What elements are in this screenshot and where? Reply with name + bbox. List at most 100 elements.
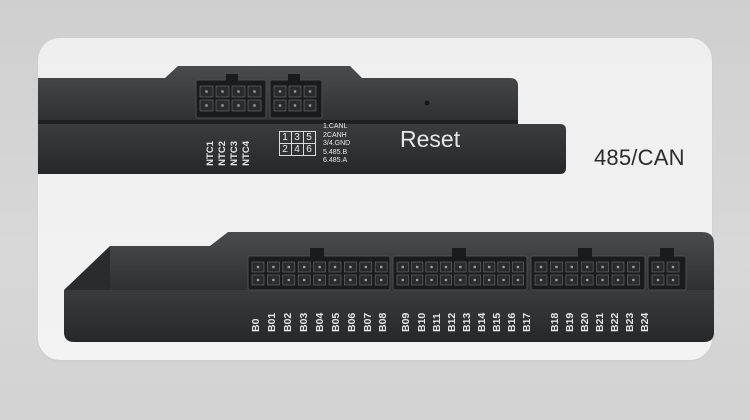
connector-pin-contact bbox=[401, 278, 404, 282]
connector-pin-contact bbox=[586, 278, 589, 282]
b-port-label: B04 bbox=[314, 312, 326, 332]
connector-pin-contact bbox=[349, 278, 352, 282]
connector-pin-contact bbox=[616, 265, 620, 269]
b-port-label: B23 bbox=[624, 312, 636, 332]
b-port-label: B17 bbox=[521, 312, 533, 332]
connector-pin-contact bbox=[401, 265, 404, 269]
b-port-label: B19 bbox=[564, 312, 576, 332]
connector-pin-contact bbox=[586, 265, 589, 269]
connector-pin-contact bbox=[256, 278, 260, 282]
b-port-label: B10 bbox=[416, 312, 428, 332]
connector-pin-contact bbox=[555, 278, 558, 282]
connector-pin-contact bbox=[349, 265, 352, 269]
connector-pin-contact bbox=[253, 90, 256, 93]
connector-pin-contact bbox=[380, 278, 383, 282]
connector-pin-contact bbox=[237, 90, 240, 93]
connector-pin-contact bbox=[444, 278, 448, 282]
connector-pin-contact bbox=[601, 265, 604, 269]
connector-pin-contact bbox=[430, 265, 433, 269]
b-port-label: B06 bbox=[346, 312, 358, 332]
b-port-label: B11 bbox=[431, 313, 443, 332]
connector-pin-contact bbox=[318, 278, 321, 282]
b-port-label: B01 bbox=[266, 312, 278, 332]
bottom-device bbox=[64, 232, 714, 342]
connector-pin-contact bbox=[516, 278, 520, 282]
pin-legend-item: 1.CANL bbox=[323, 123, 348, 130]
connector-pin-contact bbox=[253, 104, 256, 107]
connector-pin-contact bbox=[364, 278, 367, 282]
b-port-label: B16 bbox=[506, 312, 518, 332]
connector-pin-contact bbox=[459, 265, 462, 269]
b-port-label: B08 bbox=[377, 312, 389, 332]
connector-pin-contact bbox=[221, 90, 224, 93]
connector-pin-contact bbox=[278, 90, 282, 93]
connector-pin-contact bbox=[570, 278, 573, 282]
connector-pin-contact bbox=[570, 265, 573, 269]
b-port-label: B03 bbox=[298, 312, 310, 332]
b-port-label: B07 bbox=[362, 312, 374, 332]
connector-pin-contact bbox=[415, 278, 419, 282]
connector-pin-contact bbox=[473, 278, 476, 282]
connector-pin-contact bbox=[473, 265, 476, 269]
connector-pin-contact bbox=[364, 265, 367, 269]
connector-pin-contact bbox=[516, 265, 520, 269]
reset-label: Reset bbox=[400, 126, 461, 152]
b-port-label: B18 bbox=[549, 312, 561, 332]
connector-pin-contact bbox=[333, 278, 337, 282]
interface-label: 485/CAN bbox=[594, 145, 685, 170]
connector-pin-contact bbox=[555, 265, 558, 269]
connector-pin-contact bbox=[430, 278, 433, 282]
ntc-labels: NTC1 NTC2 NTC3 NTC4 bbox=[205, 122, 257, 166]
connector-pin-contact bbox=[256, 265, 260, 269]
connector-pin-contact bbox=[656, 278, 660, 282]
connector-pin-contact bbox=[539, 278, 543, 282]
b-port-label: B13 bbox=[461, 312, 473, 332]
connector-pin-contact bbox=[287, 265, 290, 269]
ntc-label: NTC4 bbox=[241, 141, 252, 166]
connector-pin-contact bbox=[632, 265, 635, 269]
pin-number-grid: 1 3 5 2 4 6 bbox=[278, 130, 316, 156]
connector-pin-contact bbox=[333, 265, 337, 269]
connector-pin-contact bbox=[502, 265, 505, 269]
connector-pin-contact bbox=[308, 104, 312, 107]
b-port-label: B09 bbox=[400, 312, 412, 332]
connector-pin-contact bbox=[671, 278, 675, 282]
connector-pin-contact bbox=[487, 278, 491, 282]
connector-pin-contact bbox=[601, 278, 604, 282]
connector-pin-contact bbox=[205, 104, 208, 107]
connector-pin-contact bbox=[415, 265, 419, 269]
ntc-label: NTC2 bbox=[217, 141, 228, 166]
connector-pin-contact bbox=[293, 90, 297, 93]
pin-legend-item: 6.485.A bbox=[323, 157, 348, 165]
b-port-label: B14 bbox=[476, 312, 488, 332]
connector-pin-contact bbox=[237, 104, 240, 107]
connector-pin-contact bbox=[616, 278, 620, 282]
top-device bbox=[38, 66, 566, 174]
connector-pin-contact bbox=[308, 90, 312, 93]
b-port-label: B05 bbox=[330, 312, 342, 332]
pin-number: 6 bbox=[302, 142, 316, 156]
b-port-label: B02 bbox=[282, 312, 294, 332]
b-port-label: B15 bbox=[491, 312, 503, 332]
ntc-label: NTC3 bbox=[229, 141, 240, 166]
connector-pin-contact bbox=[502, 278, 505, 282]
led-indicator bbox=[424, 100, 430, 106]
b-port-label: B12 bbox=[446, 312, 458, 332]
b-port-label: B20 bbox=[579, 312, 591, 332]
connector-pin-contact bbox=[293, 104, 297, 107]
connector-pin-contact bbox=[221, 104, 224, 107]
connector-pin-contact bbox=[444, 265, 448, 269]
connector-pin-contact bbox=[303, 278, 306, 282]
connector-pin-contact bbox=[671, 265, 675, 269]
connector-pin-contact bbox=[303, 265, 306, 269]
b-port-label: B21 bbox=[594, 312, 606, 332]
b-port-label: B22 bbox=[609, 312, 621, 332]
connector-pin-contact bbox=[632, 278, 635, 282]
ntc-label: NTC1 bbox=[205, 141, 216, 166]
b-port-label: B0 bbox=[250, 318, 262, 332]
connector-pin-contact bbox=[539, 265, 543, 269]
b-port-label: B24 bbox=[639, 312, 651, 332]
connector-pin-contact bbox=[272, 265, 275, 269]
connector-pin-contact bbox=[487, 265, 491, 269]
